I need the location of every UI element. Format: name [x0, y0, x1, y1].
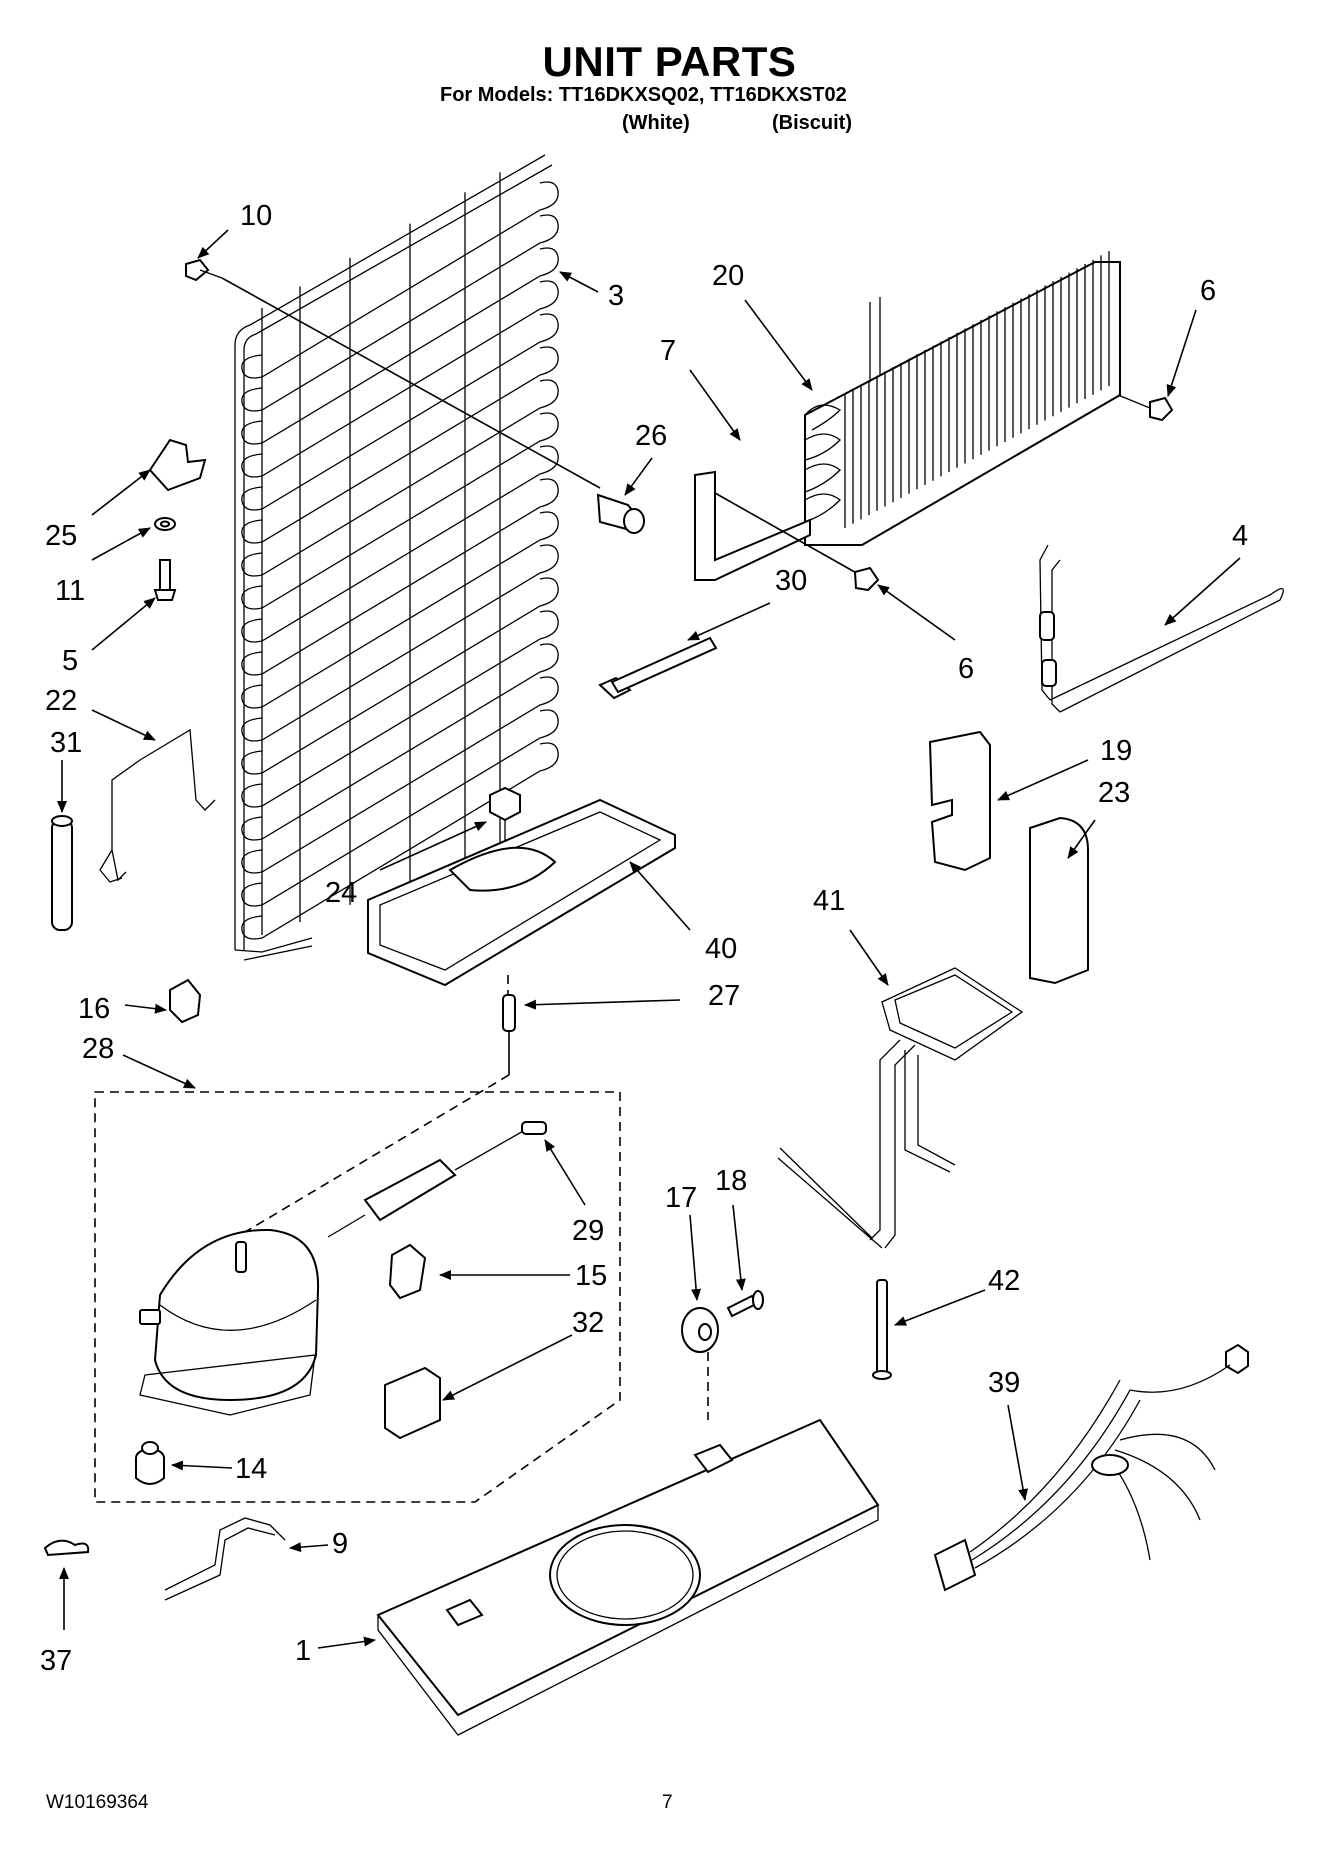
callout-20: 20 [712, 260, 744, 292]
coil-loop [241, 676, 559, 874]
callout-9: 9 [332, 1528, 348, 1560]
callout-5: 5 [62, 645, 78, 677]
callout-16: 16 [78, 993, 110, 1025]
callout-18: 18 [715, 1165, 747, 1197]
clip-16 [169, 978, 202, 1024]
callout-29: 29 [572, 1215, 604, 1247]
coil-loop [241, 511, 559, 709]
coil-loop [241, 709, 559, 907]
coil-loop [241, 577, 559, 775]
callout-37: 37 [40, 1645, 72, 1677]
foam-block-19 [928, 730, 991, 872]
screw-6-lower [853, 566, 880, 592]
condenser-coil [234, 154, 559, 961]
coil-loop [241, 478, 559, 676]
callout-numbers: 10 3 26 20 7 6 6 30 4 25 11 5 22 31 19 2… [40, 200, 1248, 1677]
washer-11 [154, 517, 176, 531]
callout-4: 4 [1232, 520, 1248, 552]
callout-27: 27 [708, 980, 740, 1012]
filter-drier-29 [327, 1121, 547, 1238]
wire-harness-39 [933, 1343, 1249, 1592]
callout-14: 14 [235, 1453, 267, 1485]
document-number: W10169364 [46, 1792, 149, 1813]
heater-4 [1039, 544, 1284, 713]
callout-1: 1 [295, 1635, 311, 1667]
screw-6-upper [1117, 394, 1174, 422]
grommet-17 [681, 1307, 719, 1353]
callout-31: 31 [50, 727, 82, 759]
compressor-kit-outline [94, 1091, 621, 1503]
drain-pan-40 [367, 798, 676, 987]
coil-loop [241, 379, 559, 577]
callout-32: 32 [572, 1307, 604, 1339]
callout-30: 30 [775, 565, 807, 597]
callout-40: 40 [705, 933, 737, 965]
models-line: For Models: TT16DKXSQ02, TT16DKXST02 [440, 84, 847, 106]
coil-loop [241, 544, 559, 742]
tube-27 [502, 994, 516, 1032]
model-color-biscuit: (Biscuit) [772, 112, 852, 134]
page-number: 7 [662, 1792, 673, 1813]
coil-loop [241, 313, 559, 511]
callout-41: 41 [813, 885, 845, 917]
leader-lines [57, 229, 1241, 1649]
callout-42: 42 [988, 1265, 1020, 1297]
callout-28: 28 [82, 1033, 114, 1065]
nut-24 [489, 786, 521, 840]
page-title: UNIT PARTS [542, 38, 797, 85]
callout-25: 25 [45, 520, 77, 552]
callout-23: 23 [1098, 777, 1130, 809]
shoulder-bolt-18 [726, 1290, 764, 1318]
coil-loop [241, 214, 559, 412]
cable-tie-30 [598, 636, 718, 700]
coil-loop [241, 610, 559, 808]
model-color-white: (White) [622, 112, 690, 134]
callout-7: 7 [660, 335, 676, 367]
coil-loop [241, 346, 559, 544]
screw-10 [185, 258, 601, 489]
bracket-7 [694, 470, 811, 581]
pin-42 [872, 1279, 892, 1380]
coil-loop [241, 181, 559, 379]
tubing-41 [777, 967, 1024, 1249]
capacitor-32 [384, 1366, 441, 1440]
coil-loop [241, 247, 559, 445]
callout-39: 39 [988, 1367, 1020, 1399]
tube-31 [51, 815, 73, 931]
callout-10: 10 [240, 200, 272, 232]
coil-loop [241, 445, 559, 643]
clip-37 [43, 1539, 90, 1557]
callout-3: 3 [608, 280, 624, 312]
callout-11: 11 [55, 575, 85, 607]
callout-15: 15 [575, 1260, 607, 1292]
grommet-14 [135, 1441, 165, 1485]
callout-17: 17 [665, 1182, 697, 1214]
coil-loop [241, 412, 559, 610]
heat-exchanger-20 [804, 251, 1121, 546]
screw-6-line [714, 492, 861, 576]
wire-bracket-22 [99, 728, 216, 883]
bumper-26 [596, 493, 645, 534]
screw-5 [153, 559, 177, 601]
relay-15 [388, 1243, 427, 1300]
coil-loop [241, 742, 559, 940]
callout-22: 22 [45, 685, 77, 717]
callout-6-upper: 6 [1200, 275, 1216, 307]
callout-6-lower: 6 [958, 653, 974, 685]
base-plate-1 [376, 1418, 880, 1736]
callout-26: 26 [635, 420, 667, 452]
compressor-28 [139, 1228, 320, 1416]
coil-loop [241, 643, 559, 841]
bracket-25 [148, 438, 207, 492]
callout-24: 24 [325, 877, 357, 909]
coil-loop [241, 280, 559, 478]
callout-19: 19 [1100, 735, 1132, 767]
spring-9 [164, 1517, 286, 1601]
compressor-kit-link [239, 1074, 510, 1236]
